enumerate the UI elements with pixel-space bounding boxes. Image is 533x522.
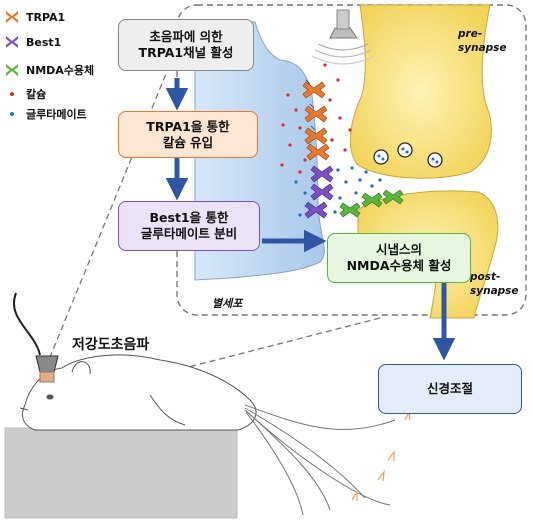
ultrasound-label: 저강도초음파: [72, 337, 150, 353]
legend-calcium: 칼슘: [4, 86, 46, 102]
step-ultrasound-activation: 초음파에 의한 TRPA1채널 활성: [118, 19, 254, 71]
platform-block: [4, 427, 238, 519]
legend-glutamate-label: 글루타메이트: [26, 108, 87, 121]
trpa1-icon: [6, 11, 18, 23]
step-glutamate-release: Best1을 통한 글루타메이트 분비: [118, 201, 260, 251]
synaptic-vesicles: [373, 142, 443, 168]
legend-glutamate: 글루타메이트: [4, 106, 87, 122]
step-calcium-influx: TRPA1을 통한 칼슘 유입: [118, 111, 258, 158]
legend-trpa1: TRPA1: [4, 10, 65, 24]
presynapse-shape: [349, 4, 492, 179]
mouse-tail: [244, 404, 396, 516]
calcium-dots: [280, 63, 352, 174]
glutamate-dots: [294, 166, 382, 217]
best1-icon: [6, 36, 18, 48]
postsynapse-label: post- synapse: [470, 271, 519, 297]
legend-best1-label: Best1: [26, 35, 62, 49]
legend-best1: Best1: [4, 35, 61, 49]
tail-motion-arrows: [351, 409, 411, 501]
presynapse-label: pre- synapse: [458, 28, 507, 54]
glutamate-dot-icon: [4, 107, 20, 121]
legend-calcium-label: 칼슘: [26, 88, 47, 101]
nmda-receptor-icon: [6, 64, 18, 76]
mouse-illustration: [4, 354, 257, 519]
astrocyte-label: 별세포: [212, 297, 243, 310]
legend-nmda: NMDA수용체: [4, 62, 94, 78]
step-neuromodulation: 신경조절: [378, 364, 522, 414]
legend-trpa1-label: TRPA1: [26, 10, 66, 24]
calcium-dot-icon: [4, 87, 20, 101]
legend-nmda-label: NMDA수용체: [26, 64, 95, 77]
mouse-transducer: [13, 292, 59, 383]
ultrasound-transducer: [311, 9, 375, 65]
zoom-line-top: [47, 46, 178, 363]
zoom-frame: [176, 4, 527, 316]
step-nmda-activation: 시냅스의 NMDA수용체 활성: [327, 233, 471, 283]
trpa1-channels: [302, 81, 330, 161]
flow-arrows: [165, 78, 456, 361]
nmda-receptors: [339, 189, 404, 218]
